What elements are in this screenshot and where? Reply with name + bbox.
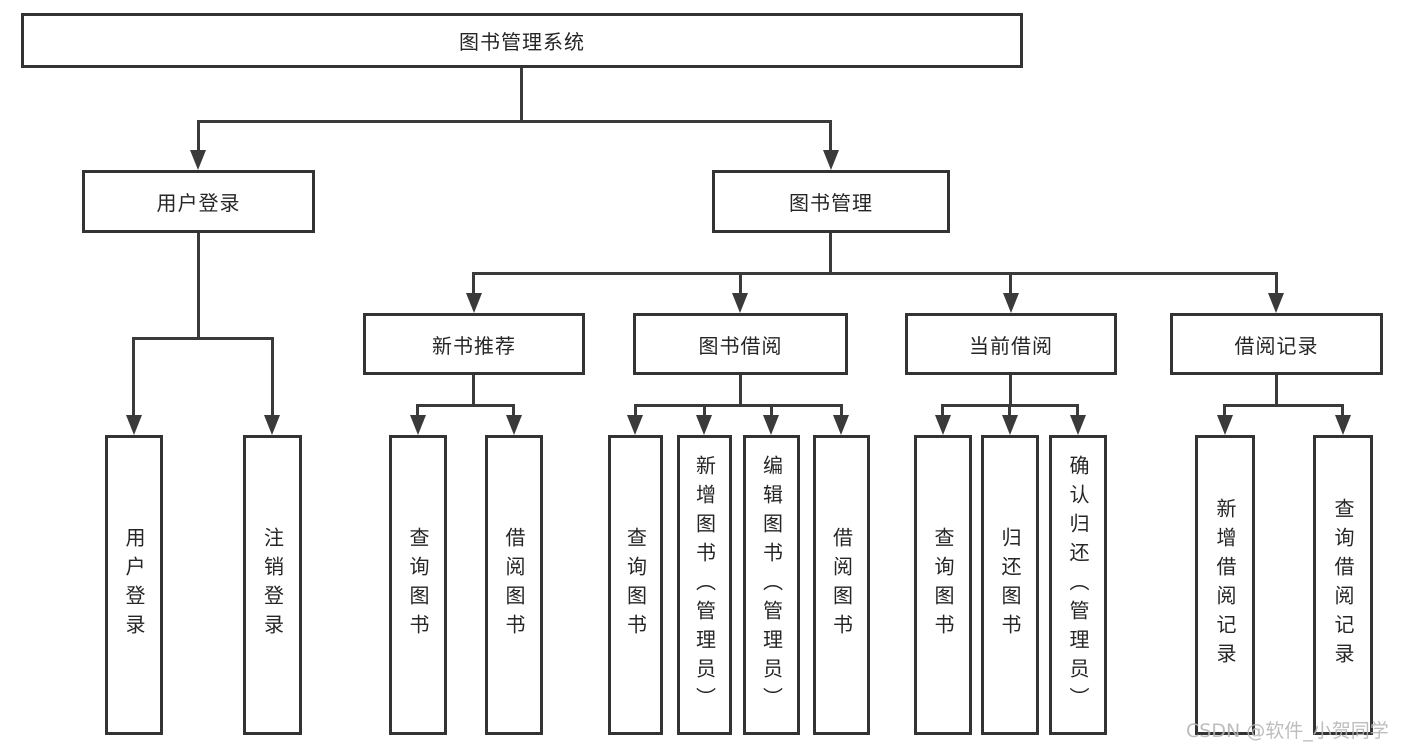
- arrow-to-leaf-logout: [264, 415, 280, 435]
- connector-book-borrow-stem: [739, 375, 742, 407]
- leaf-borrow-books-recommend: 借阅图书: [485, 435, 543, 735]
- connector-drop-g2: [1341, 404, 1344, 418]
- connector-drop-user-login: [197, 120, 200, 153]
- leaf-query-borrow-record: 查询借阅记录: [1313, 435, 1373, 735]
- leaf-add-books-admin: 新增图书（管理员）: [677, 435, 732, 735]
- connector-drop-leaf-logout: [271, 337, 274, 418]
- arrow-to-user-login: [190, 150, 206, 170]
- connector-drop-leaf-login: [132, 337, 135, 418]
- arrow-to-new-book: [466, 293, 482, 313]
- leaf-confirm-return-admin: 确认归还（管理员）: [1049, 435, 1107, 735]
- connector-drop-borrow-records: [1275, 272, 1278, 296]
- arrow-e4: [833, 415, 849, 435]
- connector-drop-d1: [416, 404, 419, 418]
- connector-book-mgmt-bus: [472, 272, 1278, 275]
- arrow-e3: [763, 415, 779, 435]
- connector-drop-e2: [703, 404, 706, 418]
- arrow-to-book-borrow: [732, 293, 748, 313]
- node-new-book-recommend: 新书推荐: [363, 313, 585, 375]
- arrow-f2: [1002, 415, 1018, 435]
- leaf-return-books: 归还图书: [981, 435, 1039, 735]
- leaf-logout: 注销登录: [243, 435, 302, 735]
- connector-drop-f1: [941, 404, 944, 418]
- connector-drop-new-book: [472, 272, 475, 296]
- arrow-g2: [1335, 415, 1351, 435]
- arrow-e1: [627, 415, 643, 435]
- arrow-d1: [410, 415, 426, 435]
- leaf-borrow-books: 借阅图书: [813, 435, 870, 735]
- connector-drop-e3: [770, 404, 773, 418]
- arrow-d2: [506, 415, 522, 435]
- connector-drop-e1: [634, 404, 637, 418]
- arrow-to-borrow-records: [1268, 293, 1284, 313]
- leaf-query-books-borrow: 查询图书: [608, 435, 663, 735]
- connector-drop-book-borrow: [739, 272, 742, 296]
- arrow-g1: [1217, 415, 1233, 435]
- connector-root-stem: [520, 68, 523, 123]
- arrow-e2: [696, 415, 712, 435]
- connector-new-book-bus: [416, 404, 515, 407]
- connector-drop-f3: [1076, 404, 1079, 418]
- arrow-to-current-borrow: [1003, 293, 1019, 313]
- connector-drop-book-management: [829, 120, 832, 153]
- connector-current-borrow-stem: [1009, 375, 1012, 407]
- node-user-login: 用户登录: [82, 170, 315, 233]
- connector-drop-current-borrow: [1009, 272, 1012, 296]
- leaf-user-login: 用户登录: [105, 435, 163, 735]
- arrow-to-book-management: [823, 150, 839, 170]
- connector-drop-f2: [1008, 404, 1011, 418]
- connector-drop-d2: [512, 404, 515, 418]
- node-current-borrow: 当前借阅: [905, 313, 1117, 375]
- connector-book-mgmt-stem: [829, 233, 832, 275]
- connector-borrow-records-stem: [1275, 375, 1278, 407]
- arrow-f3: [1070, 415, 1086, 435]
- leaf-query-books-recommend: 查询图书: [389, 435, 447, 735]
- connector-user-login-bus: [132, 337, 274, 340]
- csdn-watermark: CSDN @软件_小贺同学: [1186, 720, 1389, 742]
- connector-user-login-stem: [197, 233, 200, 340]
- connector-root-bus: [197, 120, 832, 123]
- connector-new-book-stem: [472, 375, 475, 407]
- node-root-book-management-system: 图书管理系统: [21, 13, 1023, 68]
- connector-drop-e4: [840, 404, 843, 418]
- leaf-edit-books-admin: 编辑图书（管理员）: [743, 435, 800, 735]
- arrow-to-leaf-login: [126, 415, 142, 435]
- node-borrow-records: 借阅记录: [1170, 313, 1383, 375]
- leaf-query-books-current: 查询图书: [914, 435, 972, 735]
- arrow-f1: [935, 415, 951, 435]
- node-book-borrow: 图书借阅: [633, 313, 848, 375]
- connector-book-borrow-bus: [634, 404, 843, 407]
- connector-drop-g1: [1223, 404, 1226, 418]
- node-book-management: 图书管理: [712, 170, 950, 233]
- leaf-add-borrow-record: 新增借阅记录: [1195, 435, 1255, 735]
- connector-borrow-records-bus: [1223, 404, 1344, 407]
